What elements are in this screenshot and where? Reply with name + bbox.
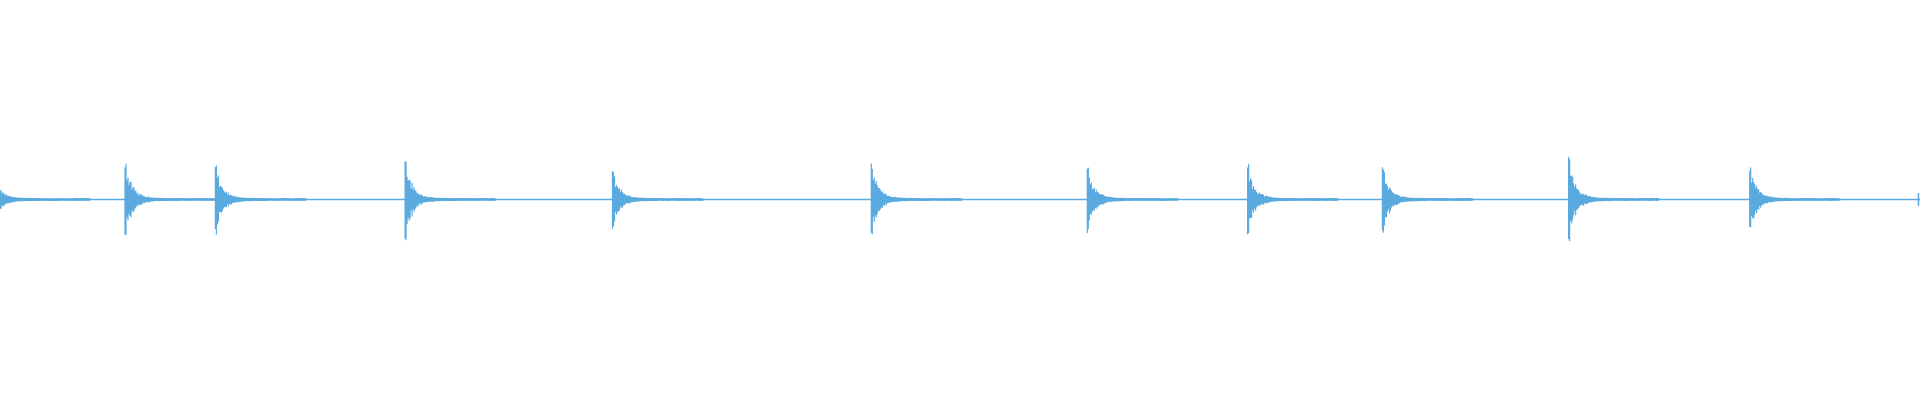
waveform-hit-shape	[1381, 167, 1473, 233]
waveform-hit	[1247, 163, 1339, 235]
waveform-hit-shape	[870, 163, 962, 235]
waveform-hit-shape	[124, 163, 216, 235]
waveform-hit	[870, 163, 962, 235]
waveform-hit	[124, 163, 216, 235]
waveform-hit-shape	[611, 171, 704, 229]
waveform-hit	[1086, 167, 1178, 233]
waveform-hit-shape	[1568, 156, 1660, 242]
waveform-hit	[1381, 167, 1473, 233]
waveform-hit-shape	[1749, 167, 1841, 228]
waveform-hit-shape	[214, 165, 306, 235]
waveform-hit	[611, 171, 704, 229]
waveform-hit	[0, 190, 91, 209]
waveform-hit-shape	[404, 161, 496, 241]
waveform-hits	[0, 156, 1841, 242]
waveform-hit-shape	[1247, 163, 1339, 235]
waveform-hit	[1749, 167, 1841, 228]
waveform-hit-shape	[1086, 167, 1178, 233]
waveform-hit	[214, 165, 306, 235]
waveform-hit-shape	[0, 190, 91, 209]
waveform-hit	[1568, 156, 1660, 242]
waveform-hit	[404, 161, 496, 241]
